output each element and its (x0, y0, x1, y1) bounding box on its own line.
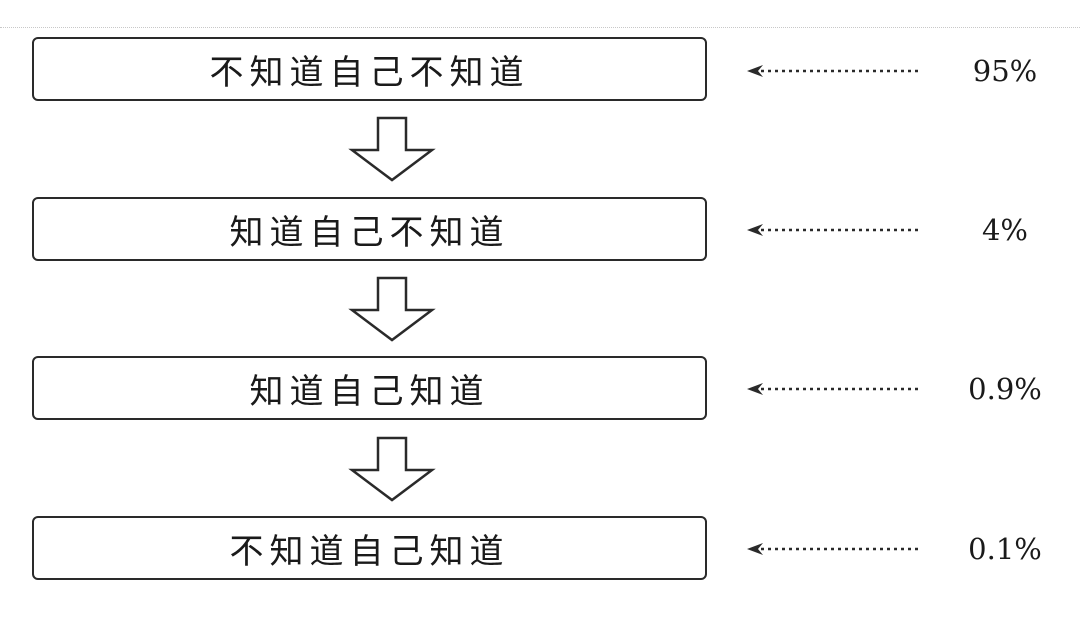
stage-label-2: 知道自己不知道 (229, 212, 510, 253)
down-arrow-icon (348, 436, 436, 502)
down-arrow-icon (348, 116, 436, 182)
stage-box-2: 知道自己不知道 (32, 197, 707, 261)
stage-percent-2: 4% (981, 213, 1028, 247)
stage-box-4: 不知道自己知道 (32, 516, 707, 580)
left-pointer-arrow-icon (747, 65, 921, 77)
stage-box-3: 知道自己知道 (32, 356, 707, 420)
stage-box-1: 不知道自己不知道 (32, 37, 707, 101)
left-pointer-arrow-icon (747, 383, 921, 395)
stage-label-4: 不知道自己知道 (229, 531, 510, 572)
top-divider (0, 27, 1080, 28)
stage-percent-4: 0.1% (968, 532, 1042, 566)
left-pointer-arrow-icon (747, 543, 921, 555)
stage-percent-1: 95% (972, 54, 1038, 88)
stage-label-1: 不知道自己不知道 (209, 52, 530, 93)
stage-label-3: 知道自己知道 (249, 371, 490, 412)
down-arrow-icon (348, 276, 436, 342)
stage-percent-3: 0.9% (968, 372, 1042, 406)
left-pointer-arrow-icon (747, 224, 921, 236)
